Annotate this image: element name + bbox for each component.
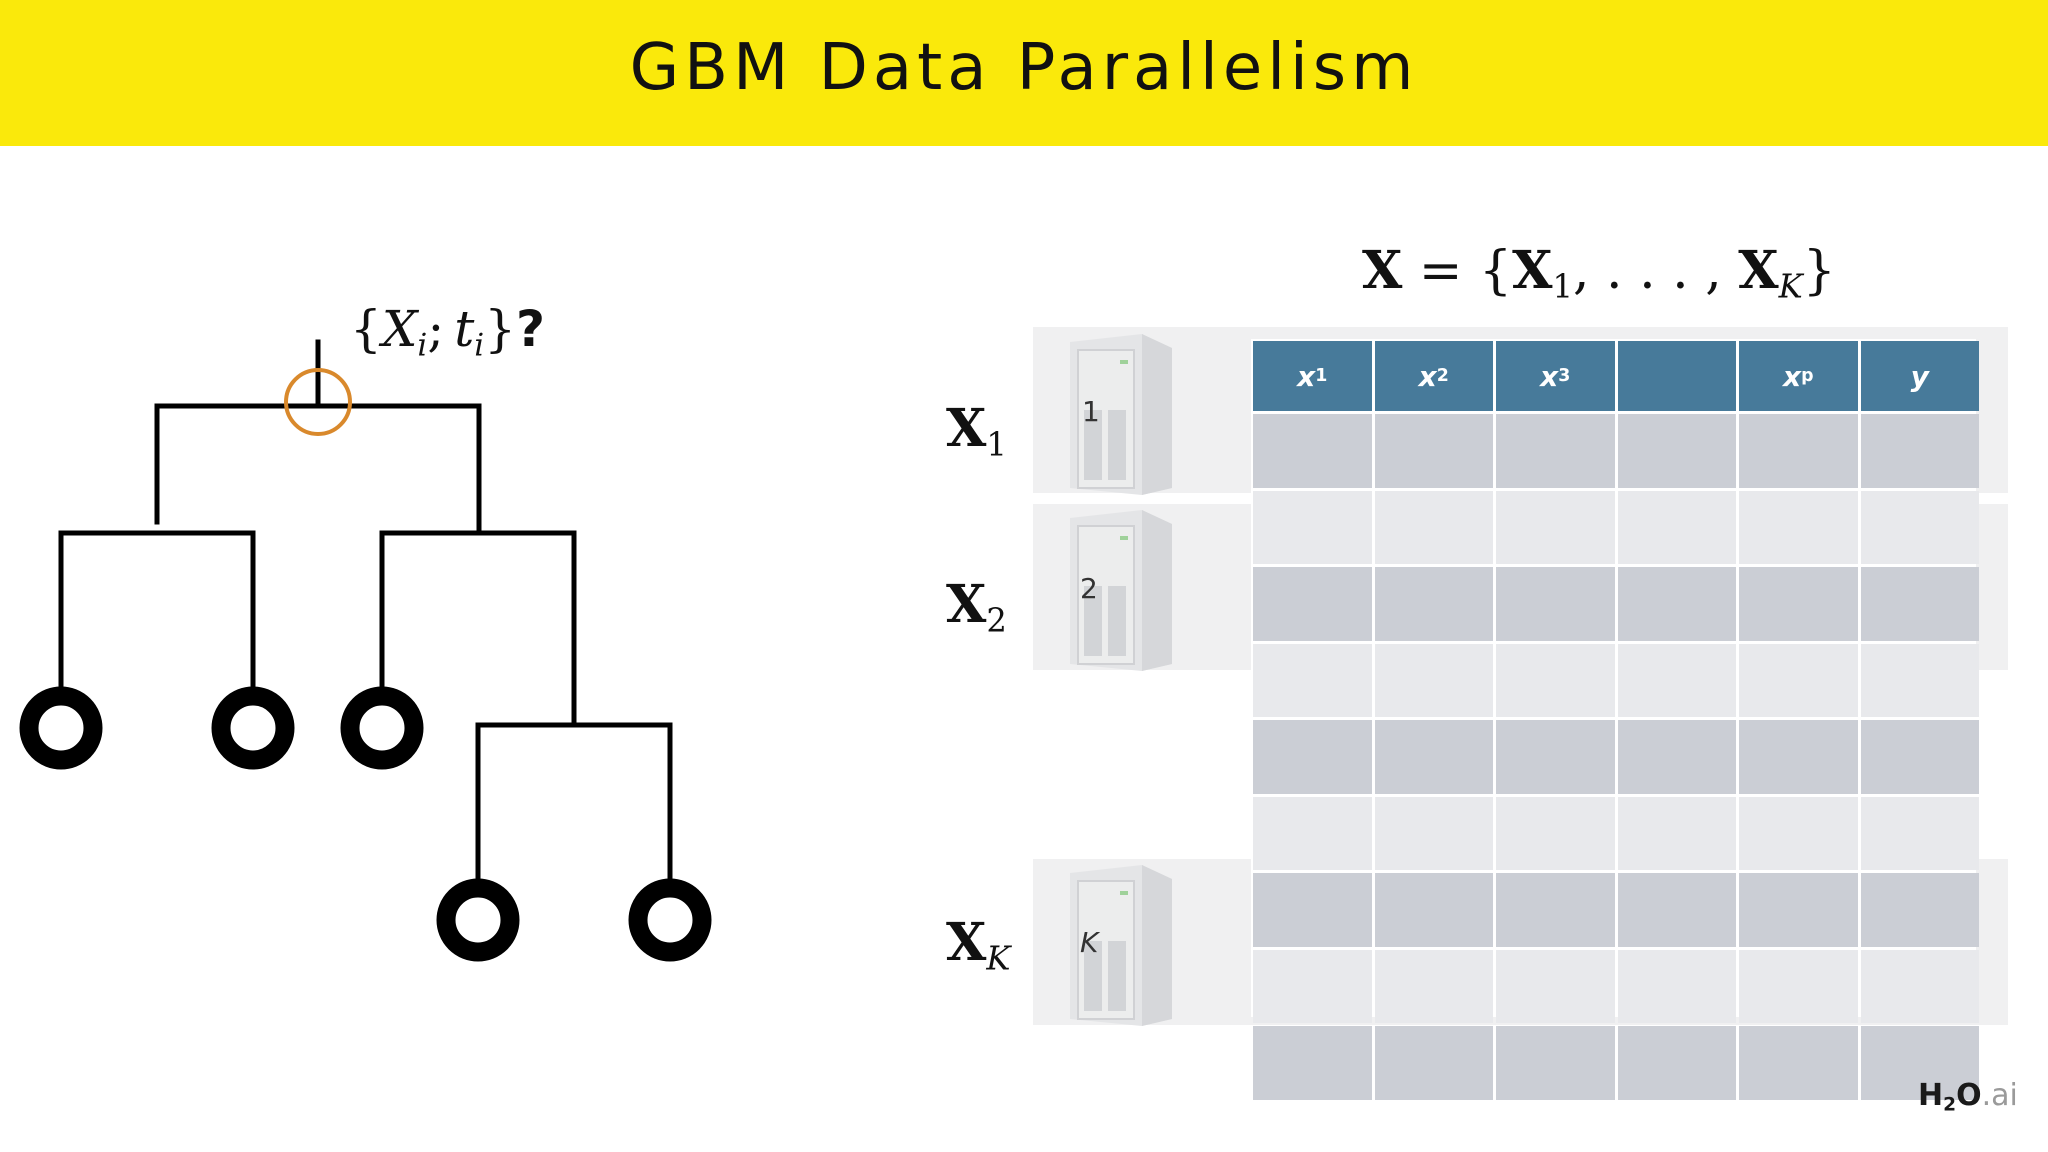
table-cell: [1374, 796, 1493, 870]
table-cell: [1617, 796, 1736, 870]
table-cell: [1496, 414, 1615, 488]
tree-leaf-3: [340, 686, 424, 770]
table-cell: [1253, 1026, 1372, 1100]
tree-branch-left: [58, 530, 256, 689]
table-cell: [1739, 567, 1858, 641]
tree-branch-root: [154, 403, 482, 536]
server-id-1: 1: [1082, 395, 1100, 428]
table-cell: [1374, 873, 1493, 947]
table-cell: [1374, 949, 1493, 1023]
table-cell: [1739, 643, 1858, 717]
table-cell: [1860, 490, 1979, 564]
tree-leaf-5: [628, 878, 712, 962]
table-cell: [1739, 490, 1858, 564]
table-cell: [1253, 643, 1372, 717]
table-cell: [1617, 1026, 1736, 1100]
tree-leaf-4: [436, 878, 520, 962]
table-cell: [1496, 1026, 1615, 1100]
table-cell: [1617, 490, 1736, 564]
table-cell: [1617, 873, 1736, 947]
table-cell: [1739, 414, 1858, 488]
partition-label-1: X1: [946, 398, 1007, 464]
column-header-ellipsis: [1617, 341, 1736, 411]
table-cell: [1860, 949, 1979, 1023]
table-cell: [1253, 567, 1372, 641]
table-cell: [1253, 490, 1372, 564]
table-cell: [1496, 873, 1615, 947]
table-cell: [1860, 796, 1979, 870]
table-cell: [1496, 643, 1615, 717]
table-cell: [1374, 720, 1493, 794]
partition-label-k: XK: [946, 912, 1011, 978]
tree-leaf-1: [19, 686, 103, 770]
table-cell: [1860, 414, 1979, 488]
table-cell: [1860, 873, 1979, 947]
partition-label-2: X2: [946, 574, 1007, 640]
table-cell: [1617, 643, 1736, 717]
table-cell: [1374, 643, 1493, 717]
table-cell: [1617, 414, 1736, 488]
server-icon-1: [1070, 334, 1172, 495]
table-cell: [1253, 414, 1372, 488]
table-cell: [1860, 567, 1979, 641]
table-cell: [1739, 949, 1858, 1023]
table-cell: [1739, 796, 1858, 870]
server-id-k: K: [1080, 926, 1099, 959]
table-cell: [1739, 1026, 1858, 1100]
table-cell: [1496, 796, 1615, 870]
table-cell: [1739, 720, 1858, 794]
table-cell: [1739, 873, 1858, 947]
table-cell: [1496, 949, 1615, 1023]
tree-branch-lower: [475, 722, 673, 883]
server-icon-k: [1070, 865, 1172, 1026]
split-highlight-circle: [284, 368, 352, 436]
table-cell: [1496, 490, 1615, 564]
table-cell: [1860, 720, 1979, 794]
table-cell: [1253, 796, 1372, 870]
tree-branch-right: [379, 530, 577, 728]
h2o-ai-logo: H2O.ai: [1918, 1078, 2018, 1116]
table-cell: [1617, 949, 1736, 1023]
server-id-2: 2: [1080, 572, 1098, 605]
table-cell: [1374, 490, 1493, 564]
dataset-partition-equation: X = {X1, . . . , XK}: [1362, 240, 1836, 306]
table-cell: [1374, 567, 1493, 641]
table-cell: [1860, 643, 1979, 717]
column-header-y: y: [1860, 341, 1979, 411]
table-cell: [1617, 720, 1736, 794]
table-cell: [1617, 567, 1736, 641]
table-cell: [1253, 873, 1372, 947]
title-bar: GBM Data Parallelism: [0, 0, 2048, 146]
table-cell: [1496, 567, 1615, 641]
tree-leaf-2: [211, 686, 295, 770]
split-question-label: {Xi; ti}?: [350, 300, 546, 364]
decision-tree: [19, 339, 712, 962]
table-cell: [1374, 1026, 1493, 1100]
slide-title: GBM Data Parallelism: [629, 31, 1419, 105]
table-cell: [1374, 414, 1493, 488]
table-cell: [1496, 720, 1615, 794]
table-cell: [1860, 1026, 1979, 1100]
table-cell: [1253, 720, 1372, 794]
server-icon-2: [1070, 510, 1172, 671]
table-cell: [1253, 949, 1372, 1023]
